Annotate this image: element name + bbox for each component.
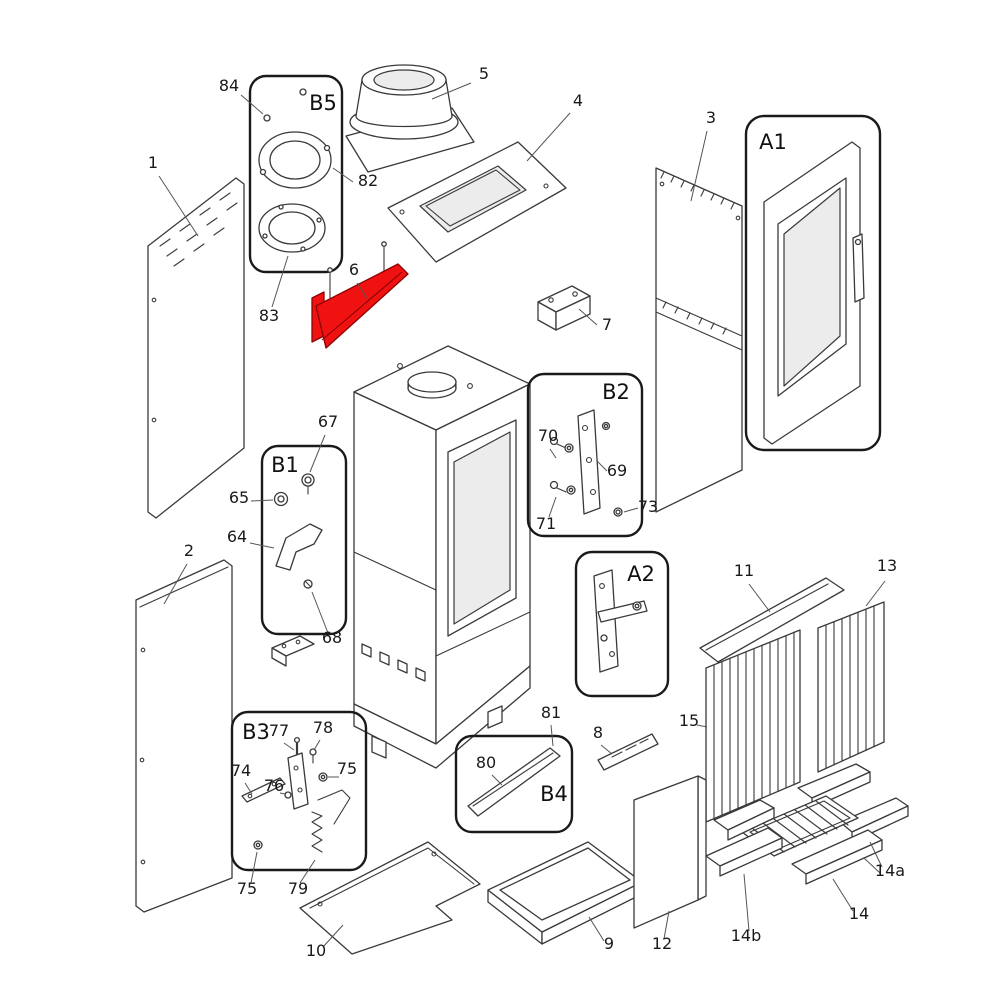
callout-81: 81 (541, 703, 561, 722)
door-panel (763, 141, 865, 445)
bolt-70 (549, 436, 559, 446)
screw (263, 114, 271, 122)
screw-76 (284, 791, 292, 799)
part-13-side-grille (817, 601, 885, 773)
callout-64: 64 (227, 527, 247, 546)
part-1-side-panel-rear-left (147, 177, 245, 519)
callout-1: 1 (148, 153, 158, 172)
group-box-b2 (526, 372, 644, 538)
group-label-a2: A2 (627, 562, 655, 586)
callout-14a: 14a (875, 861, 905, 880)
group-label-b3: B3 (242, 720, 270, 744)
group-box-a2 (574, 550, 670, 698)
callout-71: 71 (536, 514, 556, 533)
callout-11: 11 (734, 561, 754, 580)
callout-84: 84 (219, 76, 239, 95)
callout-5: 5 (479, 64, 489, 83)
callout-12: 12 (652, 934, 672, 953)
callout-4: 4 (573, 91, 583, 110)
callout-13: 13 (877, 556, 897, 575)
handle-bar-80 (467, 747, 561, 817)
group-a2-hinge-parts (574, 550, 670, 698)
part-9-ash-tray (487, 841, 643, 945)
group-a1-door-assembly (744, 114, 882, 452)
small-bracket (271, 635, 315, 667)
callout-80: 80 (476, 753, 496, 772)
group-b2-fixing-parts (526, 372, 644, 538)
group-box-b1 (260, 444, 348, 636)
callout-15: 15 (679, 711, 699, 730)
group-label-b4: B4 (540, 782, 568, 806)
door-glass (783, 187, 841, 387)
strip-74 (241, 777, 286, 803)
part-11-top-rail (699, 577, 845, 663)
callout-3: 3 (706, 108, 716, 127)
callout-76: 76 (264, 776, 284, 795)
callout-10: 10 (306, 941, 326, 960)
leader-lines (158, 82, 886, 948)
part-8-slotted-strip (597, 733, 659, 771)
screw (299, 88, 307, 96)
part-2-side-panel-front-left (135, 559, 233, 913)
rod (317, 789, 351, 825)
latch-bracket (287, 752, 309, 810)
callout-14: 14 (849, 904, 869, 923)
part-10-base-plate (299, 841, 481, 955)
callout-82: 82 (358, 171, 378, 190)
bolt-78 (309, 748, 317, 756)
group-label-a1: A1 (759, 130, 787, 154)
callout-78: 78 (313, 718, 333, 737)
part-14-firebricks (705, 763, 909, 885)
callout-67: 67 (318, 412, 338, 431)
part-3-side-panel-rear-right (655, 167, 743, 513)
bolt-71 (549, 480, 559, 490)
callout-65: 65 (229, 488, 249, 507)
group-box-b4 (454, 734, 574, 834)
group-b1-handle-parts (260, 444, 348, 636)
group-label-b2: B2 (602, 380, 630, 404)
part-12-panel (633, 775, 707, 929)
part-15-rear-grille (705, 629, 801, 823)
callout-83: 83 (259, 306, 279, 325)
callout-70: 70 (538, 426, 558, 445)
callout-68: 68 (322, 628, 342, 647)
callout-9: 9 (604, 934, 614, 953)
body-left-face (353, 391, 437, 745)
door-handle (852, 233, 865, 303)
callout-14b: 14b (731, 926, 762, 945)
group-b4-handle-bar (454, 734, 574, 834)
group-box-b3 (230, 710, 368, 872)
ring-82 (258, 131, 332, 189)
top-flue-hole (407, 371, 457, 393)
group-label-b5: B5 (309, 91, 337, 115)
part-4-top-plate (387, 141, 567, 263)
stove-body (353, 345, 531, 769)
callout-69: 69 (607, 461, 627, 480)
callout-7: 7 (602, 315, 612, 334)
callout-75-bottom: 75 (237, 879, 257, 898)
callout-73: 73 (638, 497, 658, 516)
ring-83 (258, 203, 326, 253)
group-box-a1 (744, 114, 882, 452)
callout-79: 79 (288, 879, 308, 898)
part-7-bracket (537, 285, 591, 331)
part-6-bracket-highlighted (311, 241, 409, 349)
callout-6: 6 (349, 260, 359, 279)
handle-64 (275, 523, 323, 571)
part-5-flue-collar (345, 64, 475, 173)
callout-8: 8 (593, 723, 603, 742)
callout-75-top: 75 (337, 759, 357, 778)
callout-labels: 84 B5 5 4 3 A1 1 82 83 6 7 B2 70 69 71 7… (148, 64, 905, 960)
callout-74: 74 (231, 761, 251, 780)
group-b5-flue-rings (248, 74, 344, 274)
group-label-b1: B1 (271, 453, 299, 477)
callout-2: 2 (184, 541, 194, 560)
group-b3-latch-parts (230, 710, 368, 872)
spring-79 (311, 811, 323, 853)
body-base-skirt (353, 665, 531, 769)
callout-77: 77 (269, 721, 289, 740)
